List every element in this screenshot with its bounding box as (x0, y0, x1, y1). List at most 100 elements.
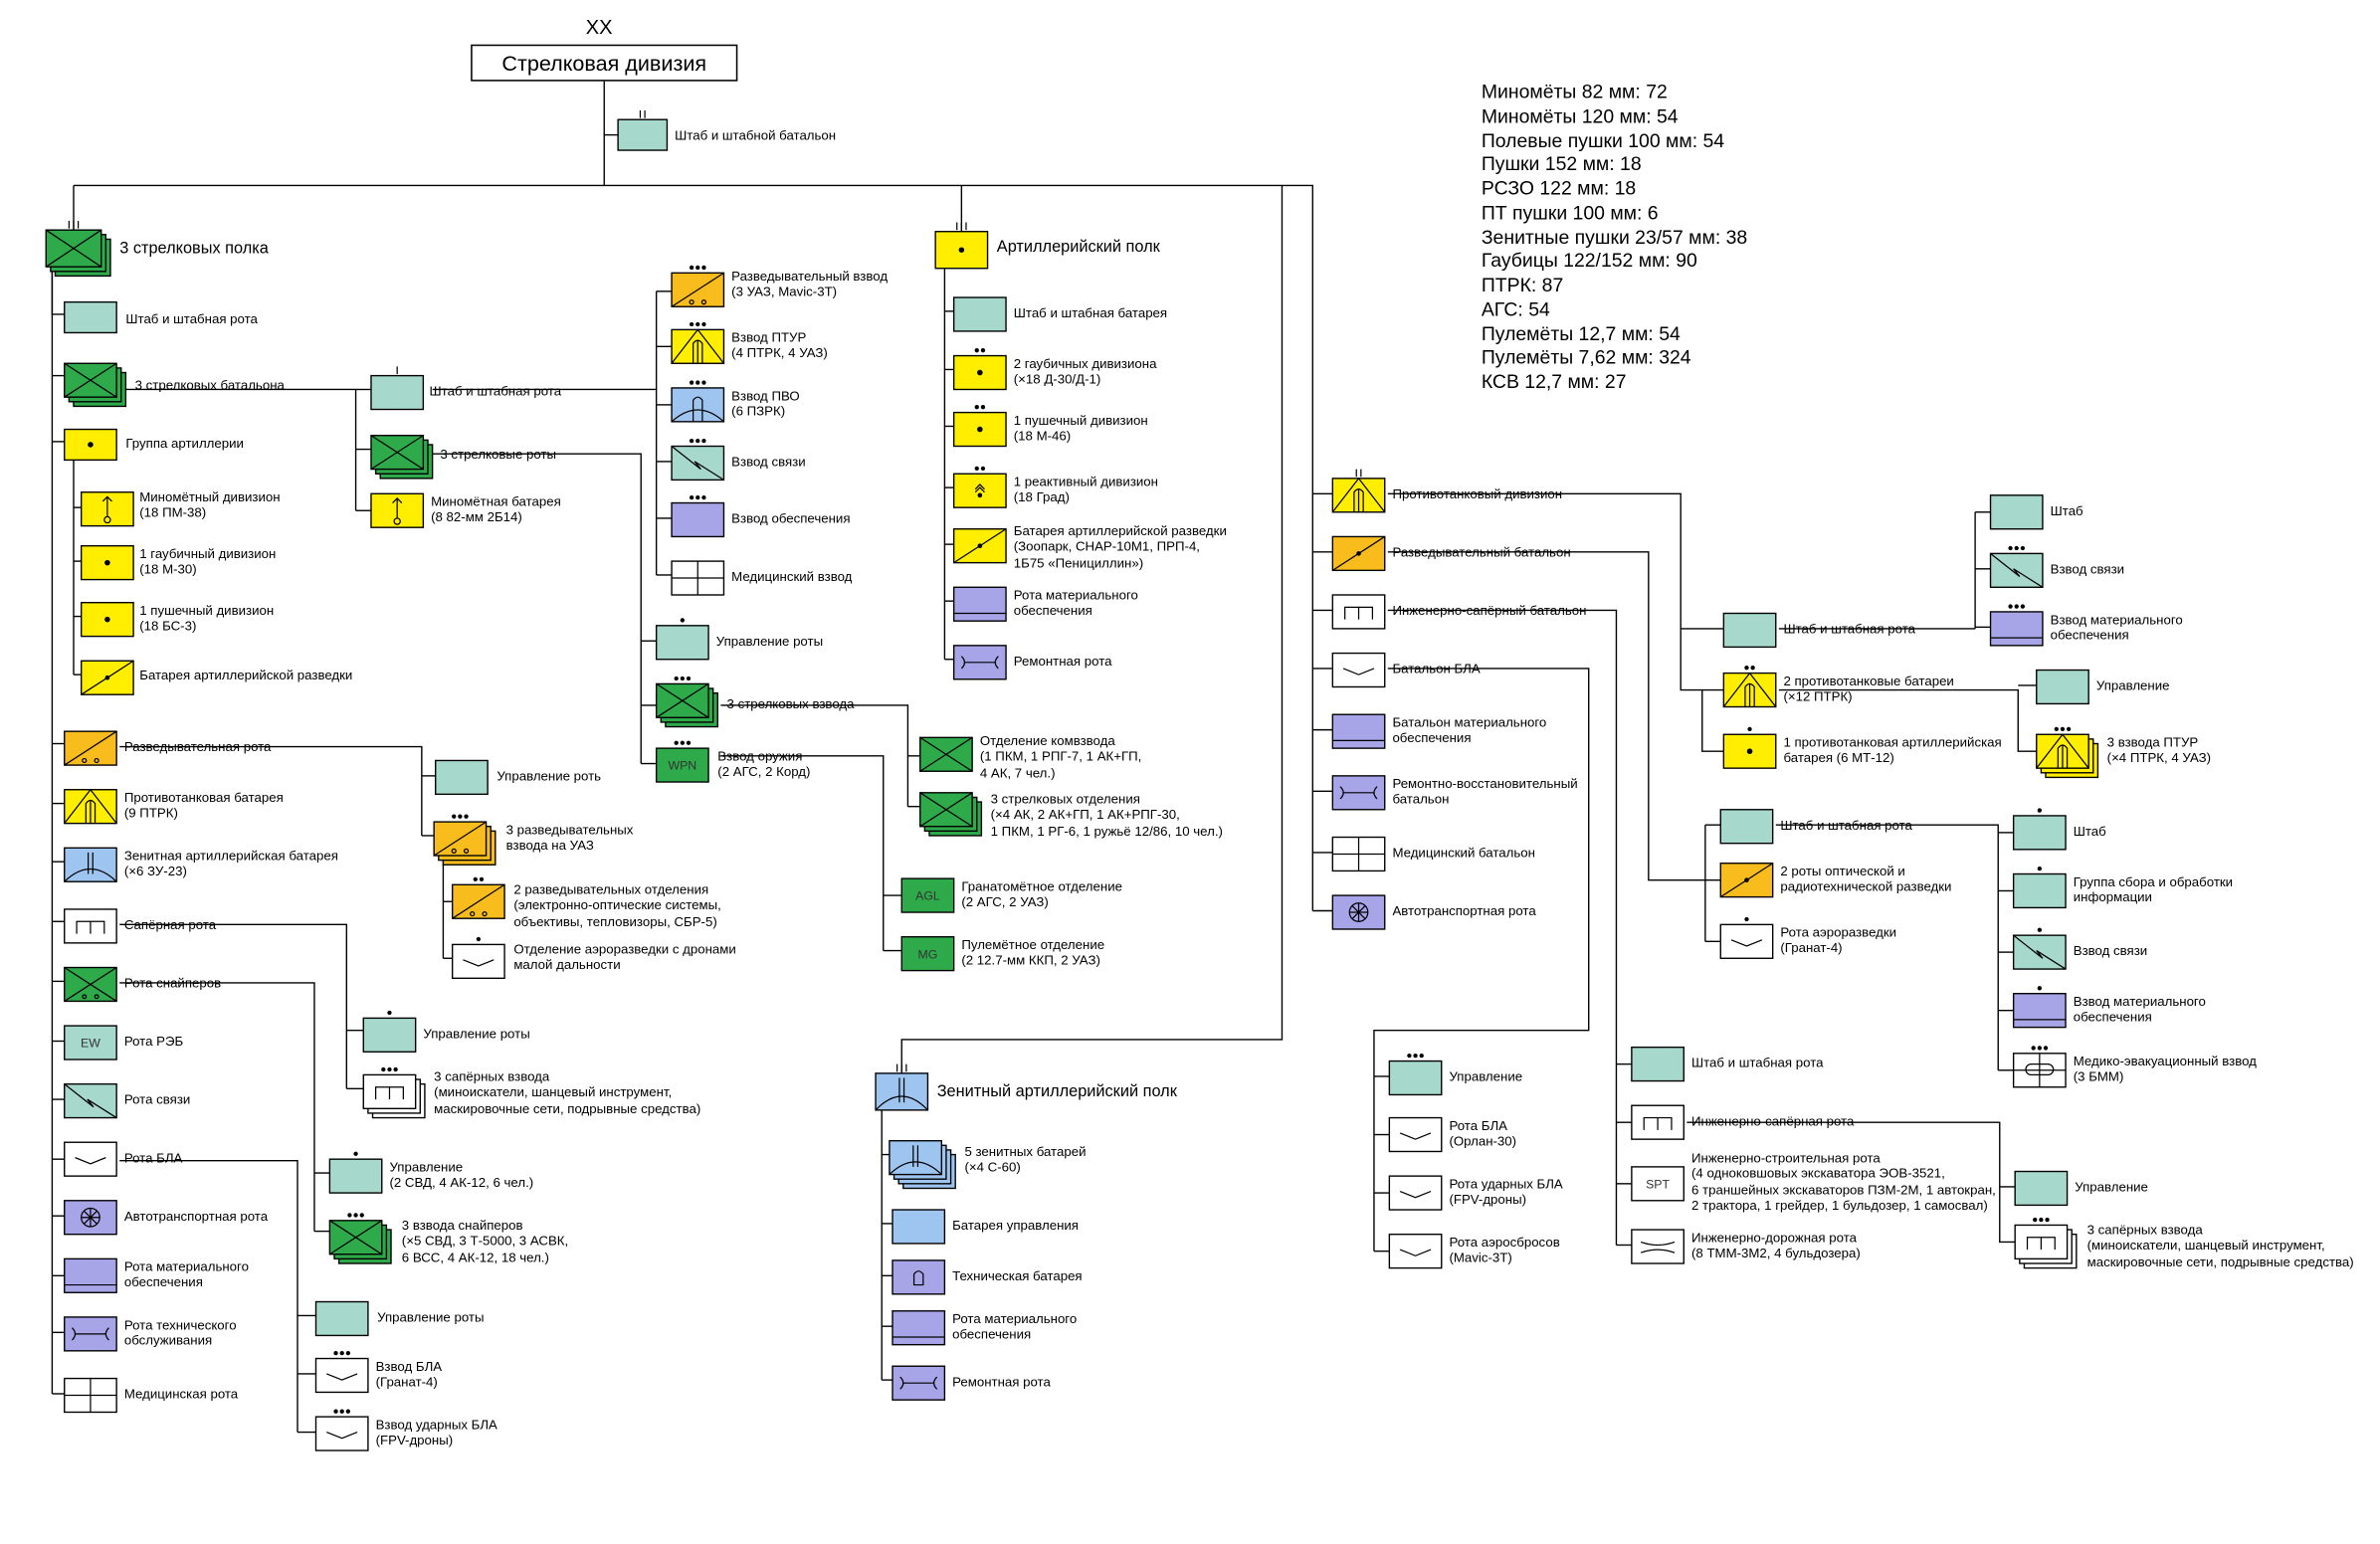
unit-label-at-btys: 2 противотанковые батареи (×12 ПТРК) (1783, 673, 1954, 704)
unit-symbol-eb-road (1631, 1229, 1685, 1264)
text-icon: AGL (915, 889, 940, 903)
stat-line: КСВ 12,7 мм: 27 (1481, 370, 1627, 393)
maint-icon (71, 1327, 109, 1341)
unit-label-at-art-bty: 1 противотанковая артиллерийская батарея… (1783, 734, 2002, 766)
unit-symbol-rb-mat (2012, 993, 2067, 1029)
echelon-marker (2037, 866, 2043, 871)
unit-label-at-hq-staff: Штаб (2050, 502, 2083, 518)
echelon-marker (639, 109, 646, 118)
unit-label-aa-rep: Ремонтная рота (952, 1373, 1051, 1390)
unit-label-aa-tech: Техническая батарея (952, 1267, 1083, 1284)
unit-label-sec-cmd: Отделение комвзвода (1 ПКМ, 1 РПГ-7, 1 А… (979, 732, 1142, 780)
unit-symbol-hq-sup-plt (671, 501, 725, 538)
unit-symbol-rg-ew-co (64, 1025, 117, 1061)
unit-label-rg-how-div: 1 гаубичный дивизион (18 М-30) (139, 545, 277, 577)
unit-symbol-rb-staff (2012, 815, 2067, 851)
unit-symbol-sec-gl (900, 877, 955, 913)
unit-label-rg-mortar-div: Миномётный дивизион (18 ПМ-38) (139, 488, 281, 520)
echelon-marker (2031, 1046, 2049, 1051)
unit-symbol-rc-hq (435, 759, 489, 796)
stat-line: АГС: 54 (1481, 298, 1550, 320)
aa-icon (875, 1077, 928, 1111)
unit-label-eb-hq: Штаб и штабная рота (1690, 1055, 1824, 1070)
med-icon (672, 561, 724, 595)
unit-label-recon-bn: Разведывательный батальон (1392, 544, 1571, 560)
unit-label-ub-co: Рота БЛА (Орлан-30) (1449, 1117, 1517, 1149)
unit-label-sec-rifle: 3 стрелковых отделения (×4 АК, 2 АК+ГП, … (990, 791, 1223, 839)
stat-line: Пулемёты 7,62 мм: 324 (1481, 346, 1691, 369)
unit-symbol-uv-plt (314, 1357, 369, 1394)
dot-icon (104, 559, 110, 566)
x-icon (919, 736, 973, 772)
unit-label-rg-med-co: Медицинская рота (123, 1386, 239, 1402)
unit-label-co-weap-plt: Взвод оружия (2 АГС, 2 Корд) (717, 748, 811, 780)
x-icon (64, 362, 117, 398)
recon-icon (64, 730, 117, 766)
unit-label-rg-maint-co: Рота технического обслуживания (123, 1316, 237, 1349)
echelon-marker (1744, 666, 1755, 671)
unit-symbol-uv-strike (314, 1416, 369, 1451)
recon-icon (433, 821, 487, 857)
unit-label-uv-hq: Управление роты (377, 1309, 485, 1325)
unit-label-ar-hq: Штаб и штабная батарея (1013, 304, 1168, 321)
echelon-marker (1747, 726, 1752, 732)
echelon-marker (353, 1151, 358, 1156)
unit-symbol-at-hq-mat (1989, 611, 2044, 647)
mrl-icon (974, 483, 985, 498)
sig-icon (64, 1083, 117, 1119)
unit-label-ar-how: 2 гаубичных дивизиона (×18 Д-30/Д-1) (1013, 355, 1157, 387)
unit-symbol-rg-aa-bty (64, 847, 117, 882)
unit-label-art-group: Группа артиллерии (125, 435, 244, 452)
connector-line (1775, 824, 1999, 1070)
unit-label-rc-secs: 2 разведывательных отделения (электронно… (513, 881, 721, 929)
aa-icon (889, 1145, 942, 1176)
echelon-marker (2037, 927, 2043, 932)
unit-label-eng-bn: Инженерно-сапёрный батальон (1392, 602, 1587, 619)
unit-label-hq-recon-plt: Разведывательный взвод (3 УАЗ, Mavic-3T) (731, 268, 889, 299)
unit-label-aa-regt: Зенитный артиллерийский полк (936, 1082, 1177, 1101)
at-icon (2036, 733, 2089, 769)
echelon-marker (2008, 545, 2026, 551)
unit-symbol-aa-rep (892, 1365, 946, 1401)
uav-icon (463, 959, 495, 967)
echelon-marker (689, 265, 706, 271)
unit-symbol-aa-regt (875, 1072, 929, 1111)
maint-icon (899, 1376, 938, 1390)
echelon-marker (473, 876, 485, 882)
tech-icon (912, 1270, 924, 1286)
unit-label-sec-mg: Пулемётное отделение (2 12.7-мм ККП, 2 У… (961, 936, 1105, 968)
unit-label-rg-sniper-co: Рота снайперов (123, 975, 222, 991)
unit-label-eb-constr: Инженерно-строительная рота (4 одноковшо… (1690, 1149, 1996, 1213)
stat-line: Миномёты 120 мм: 54 (1481, 104, 1679, 127)
at-icon (1722, 672, 1777, 707)
unit-label-rifle-bns: 3 стрелковых батальона (134, 377, 285, 393)
aa-icon (64, 852, 117, 882)
unit-symbol-aa-btys (889, 1139, 943, 1176)
medevac-icon (2013, 1053, 2067, 1087)
x-icon (45, 229, 102, 268)
dot-icon (977, 369, 983, 376)
stat-line: Зенитные пушки 23/57 мм: 38 (1481, 226, 1748, 248)
unit-symbol-rb-air (1719, 923, 1774, 959)
eng-icon (374, 1086, 404, 1100)
echelon-marker (956, 222, 967, 231)
unit-label-at-hq-mat: Взвод материального обеспечения (2050, 611, 2183, 644)
recon-icon (452, 883, 505, 919)
unit-label-uv-strike: Взвод ударных БЛА (FPV-дроны) (375, 1417, 497, 1448)
stat-line: Пушки 152 мм: 18 (1481, 153, 1642, 176)
text-icon: WPN (668, 759, 696, 773)
stat-line: Полевые пушки 100 мм: 54 (1481, 129, 1725, 151)
connector-line (900, 185, 1284, 1073)
unit-symbol-sec-mg (900, 936, 955, 972)
x-icon (919, 792, 973, 828)
unit-symbol-eb-constr (1631, 1166, 1685, 1202)
diag-icon (1332, 535, 1386, 571)
unit-label-hq-med-plt: Медицинский взвод (731, 568, 853, 585)
echelon-marker (680, 618, 686, 623)
unit-label-uv-plt: Взвод БЛА (Гранат-4) (375, 1358, 443, 1390)
unit-symbol-aa-ctrl (892, 1209, 946, 1245)
unit-symbol-sp-hq (362, 1017, 417, 1053)
division-title: Стрелковая дивизия (471, 44, 738, 82)
echelon-marker (452, 814, 469, 819)
